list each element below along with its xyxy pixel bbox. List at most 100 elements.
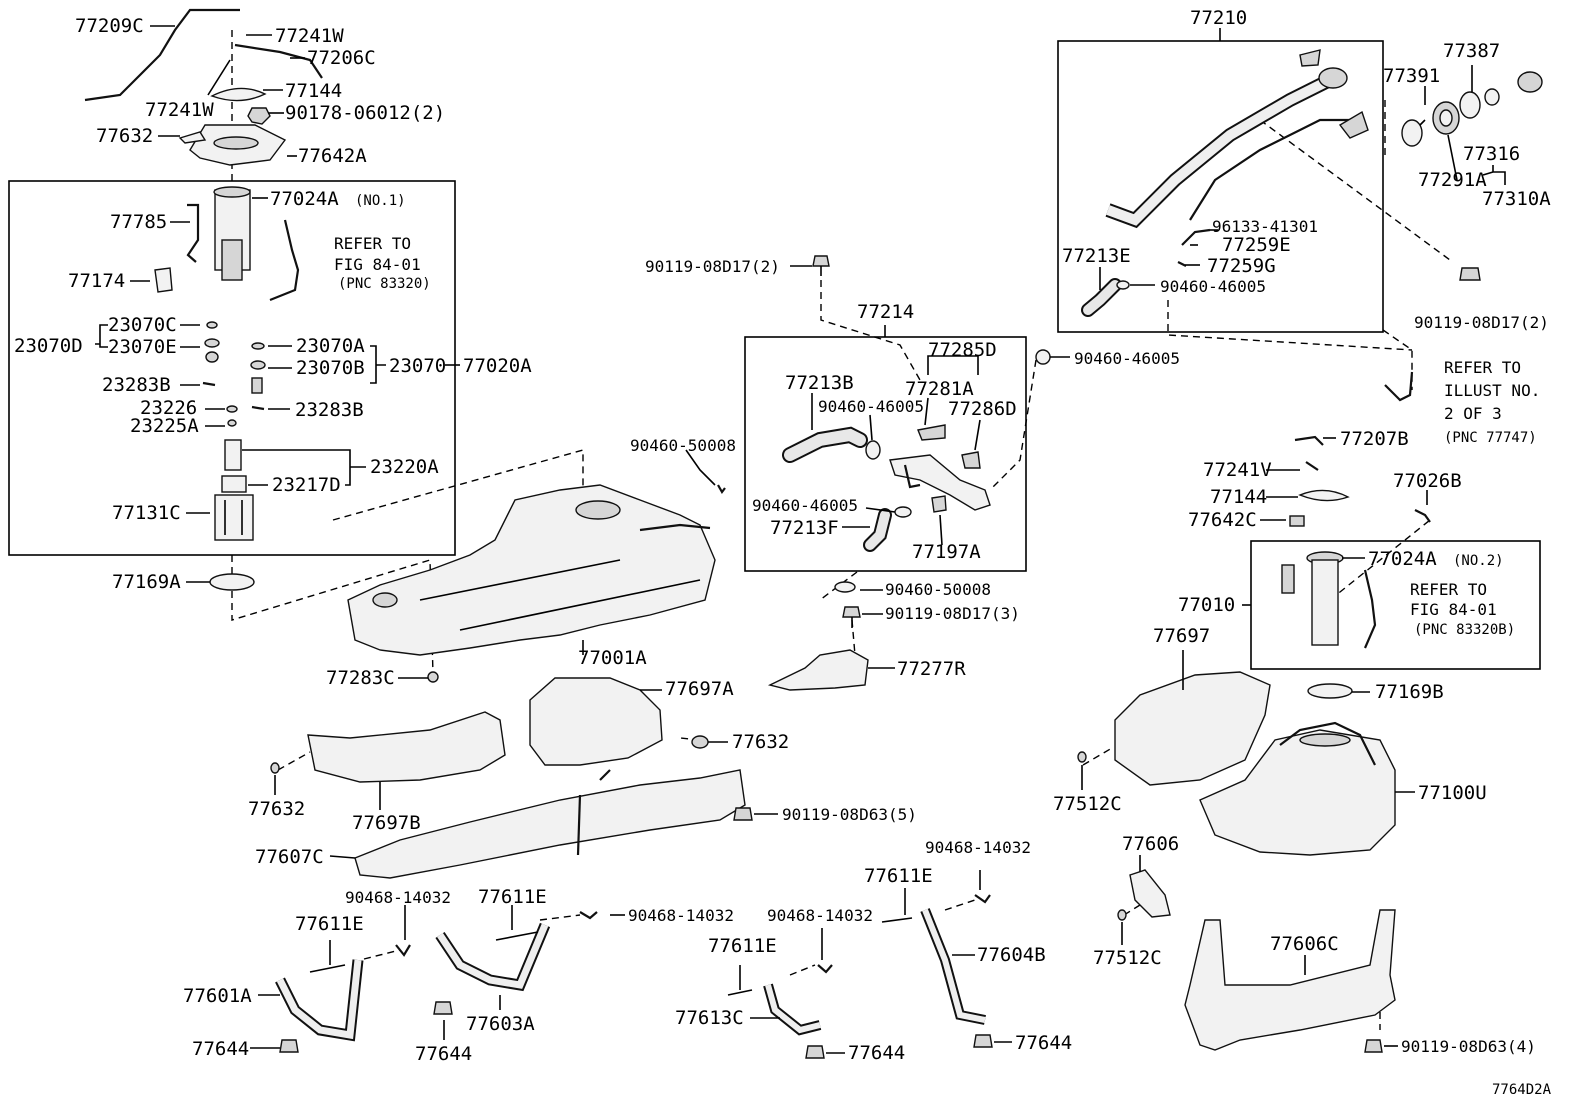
label-77283c: 77283C — [326, 667, 395, 689]
label-90468-a: 90468-14032 — [345, 888, 451, 907]
label-90119-08d17-2b: 90119-08D17(2) — [1414, 313, 1549, 332]
label-90460-50008-b: 90460-50008 — [885, 580, 991, 599]
label-77611e-a: 77611E — [295, 913, 364, 935]
label-77100u: 77100U — [1418, 782, 1487, 804]
label-77512c-a: 77512C — [1053, 793, 1122, 815]
gasket-77144 — [210, 87, 267, 102]
label-77644-a: 77644 — [192, 1038, 249, 1060]
fuel-pump-module-77024a-no1 — [213, 186, 251, 281]
label-77606c: 77606C — [1270, 933, 1339, 955]
label-77642c: 77642C — [1188, 509, 1257, 531]
label-90460-46005-a: 90460-46005 — [818, 397, 924, 416]
label-23220a: 23220A — [370, 456, 439, 478]
fuel-cap-77310a — [1517, 71, 1543, 93]
label-77697b: 77697B — [352, 812, 421, 834]
label-77213f: 77213F — [770, 517, 839, 539]
refer-no1-line2: FIG 84-01 — [334, 255, 421, 274]
fuel-door-77291a — [1432, 101, 1460, 135]
label-23226: 23226 — [140, 397, 197, 419]
hose-77213b — [782, 426, 868, 463]
label-77020a: 77020A — [463, 355, 532, 377]
label-23225a: 23225A — [130, 415, 199, 437]
label-77286d: 77286D — [948, 398, 1017, 420]
protector-77697b — [307, 711, 506, 783]
label-23070c: 23070C — [108, 314, 177, 336]
small-seals-23070 — [202, 321, 266, 427]
refer-illust-line2: ILLUST NO. — [1444, 381, 1540, 400]
protector-77697a — [529, 677, 663, 766]
label-77391: 77391 — [1383, 65, 1440, 87]
label-77024a-no1-sub: (NO.1) — [355, 193, 406, 209]
label-23070: 23070 — [389, 355, 446, 377]
guide-lines — [231, 30, 1451, 1030]
label-77611e-c: 77611E — [864, 865, 933, 887]
label-77601a: 77601A — [183, 985, 252, 1007]
label-90119-08d63-5: 90119-08D63(5) — [782, 805, 917, 824]
refer-no2-line3: (PNC 83320B) — [1414, 622, 1515, 638]
pump-cup-77131c — [214, 494, 254, 541]
sender-wire-77785 — [186, 203, 200, 263]
label-23283b-b: 23283B — [295, 399, 364, 421]
label-77131c: 77131C — [112, 502, 181, 524]
bracket-77197a — [931, 495, 947, 513]
clamp-90460-46005-a — [865, 440, 881, 460]
bracket-77285d — [917, 424, 946, 441]
vent-hose-77259e — [1177, 228, 1211, 267]
clip-90468-c — [817, 964, 833, 974]
wire-77026b — [1414, 509, 1431, 523]
refer-no1-line1: REFER TO — [334, 234, 411, 253]
label-77144-b: 77144 — [1210, 486, 1267, 508]
label-90178: 90178-06012(2) — [285, 102, 445, 124]
plug-77632-b — [691, 735, 709, 749]
label-77785: 77785 — [110, 211, 167, 233]
label-77197a: 77197A — [912, 541, 981, 563]
bolt-90119-08d63-5 — [733, 807, 753, 821]
label-77174: 77174 — [68, 270, 125, 292]
label-77632-c: 77632 — [248, 798, 305, 820]
clip-90460-50008-b — [834, 581, 856, 593]
plug-77632-c — [270, 762, 280, 774]
label-77259g: 77259G — [1207, 255, 1276, 277]
label-77291a: 77291A — [1418, 169, 1487, 191]
clip-77241v — [1305, 461, 1319, 471]
label-77259e: 77259E — [1222, 234, 1291, 256]
label-77611e-d: 77611E — [708, 935, 777, 957]
filler-pipe-77210 — [1105, 49, 1369, 229]
bolt-90119-08d63-4 — [1364, 1039, 1383, 1053]
label-23070a: 23070A — [296, 335, 365, 357]
label-77024a-no2-sub: (NO.2) — [1453, 553, 1504, 569]
clip-90468-a — [395, 944, 411, 957]
label-77024a-no2: 77024A — [1368, 548, 1437, 570]
leader-lines — [95, 25, 1506, 1054]
clamp-90460-46005-b — [894, 506, 912, 518]
label-77213b: 77213B — [785, 372, 854, 394]
label-77604b: 77604B — [977, 944, 1046, 966]
label-77214: 77214 — [857, 301, 914, 323]
label-96133-41301: 96133-41301 — [1212, 217, 1318, 236]
bolts-77644 — [279, 1001, 993, 1059]
clip-90468-b — [579, 911, 598, 920]
hose-77213e — [1081, 278, 1122, 317]
bolt-90119-08d17-a — [812, 255, 830, 276]
fuel-tank-77100u — [1199, 721, 1396, 856]
label-77644-b: 77644 — [415, 1043, 472, 1065]
label-77241w-b: 77241W — [145, 99, 214, 121]
part-labels: 77209C 77241W 77206C 77241W 77144 90178-… — [14, 7, 1552, 1098]
label-77144-a: 77144 — [285, 80, 342, 102]
refer-no2-line2: FIG 84-01 — [1410, 600, 1497, 619]
label-77024a-no1: 77024A — [270, 188, 339, 210]
gasket-77391 — [1401, 119, 1423, 147]
label-23283b-a: 23283B — [102, 374, 171, 396]
refer-no2-line1: REFER TO — [1410, 580, 1487, 599]
band-77603a — [435, 922, 551, 992]
label-90460-46005-c: 90460-46005 — [1160, 277, 1266, 296]
label-77010: 77010 — [1178, 594, 1235, 616]
label-77607c: 77607C — [255, 846, 324, 868]
refer-illust-line3: 2 OF 3 — [1444, 404, 1502, 423]
hose-77213f — [863, 508, 892, 552]
label-77632-a: 77632 — [96, 125, 153, 147]
band-77601a — [275, 959, 364, 1042]
label-23070d: 23070D — [14, 335, 83, 357]
clip-77512c-b — [1117, 909, 1127, 921]
